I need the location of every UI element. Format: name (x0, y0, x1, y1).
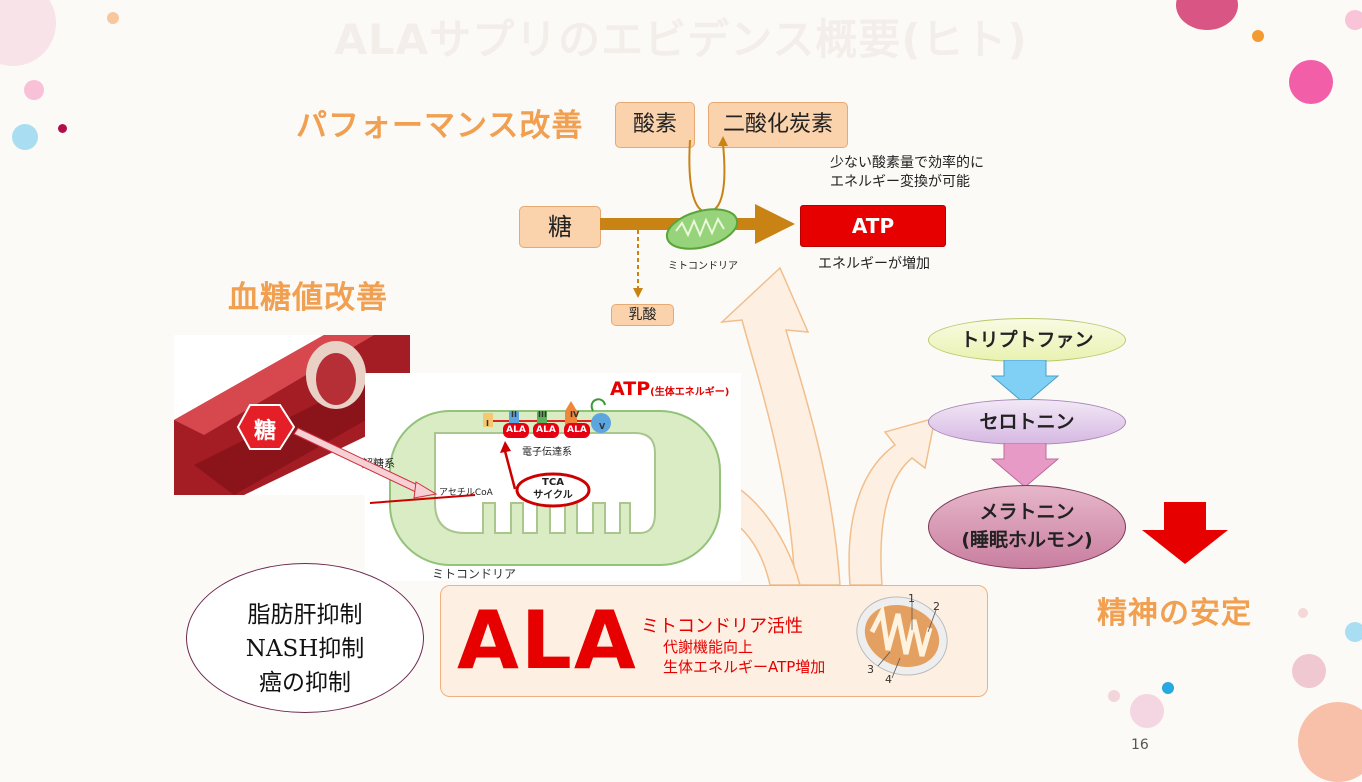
mito-number: 4 (885, 673, 892, 686)
sugar-to-mitochondria-arrow (236, 404, 438, 499)
serotonin-ellipse: セロトニン (928, 399, 1126, 445)
electron-transport-label: 電子伝達系 (522, 447, 572, 458)
liver-effects-ellipse: 脂肪肝抑制 NASH抑制 癌の抑制 (186, 563, 424, 713)
atp-box: ATP (800, 205, 946, 247)
co2-box: 二酸化炭素 (708, 102, 848, 148)
oxygen-box: 酸素 (615, 102, 695, 148)
ala-metabolism: 代謝機能向上 (663, 638, 754, 656)
decor-dot (107, 12, 119, 24)
tca-cycle-label: TCA サイクル (533, 477, 573, 501)
down-arrow-pink (990, 443, 1060, 487)
mito-number: 1 (908, 592, 915, 605)
ala-badge: ALA (564, 423, 590, 438)
complex-4: IV (570, 410, 580, 419)
ala-badge: ALA (533, 423, 559, 438)
efficiency-note: 少ない酸素量で効率的に エネルギー変換が可能 (830, 155, 984, 190)
complex-5: V (599, 422, 606, 431)
atp-main: ATP (610, 378, 651, 400)
performance-heading: パフォーマンス改善 (296, 108, 584, 144)
complex-2: II (511, 410, 517, 419)
lactic-acid-label: 乳酸 (628, 307, 657, 323)
ala-atp-increase: 生体エネルギーATP増加 (663, 658, 826, 676)
decor-dot (1162, 682, 1174, 694)
tryptophan-label: トリプトファン (960, 329, 1094, 351)
decor-dot (1289, 60, 1333, 104)
decor-dot (1345, 622, 1362, 642)
sugar-label: 糖 (548, 213, 572, 241)
red-down-arrow (1142, 502, 1228, 564)
decor-dot (1292, 654, 1326, 688)
slide-title: ALAサプリのエビデンス概要(ヒト) (334, 15, 1028, 64)
ala-big-label: ALA (457, 594, 638, 687)
melatonin-label: メラトニン (睡眠ホルモン) (961, 501, 1093, 551)
mito-number: 2 (933, 600, 940, 613)
mitochondria-small-label: ミトコンドリア (668, 261, 738, 272)
stability-result: 精神の安定 (1097, 596, 1252, 631)
atp-energy-label: ATP(生体エネルギー) (610, 378, 729, 400)
melatonin-ellipse: メラトニン (睡眠ホルモン) (928, 485, 1126, 569)
co2-label: 二酸化炭素 (722, 112, 833, 137)
sugar-badge: 糖 (253, 419, 276, 444)
complex-3: III (538, 410, 547, 419)
blood-sugar-heading: 血糖値改善 (228, 280, 388, 316)
complex-1: I (486, 419, 489, 428)
atp-sub: (生体エネルギー) (650, 387, 730, 398)
decor-dot (24, 80, 44, 100)
decor-dot (12, 124, 38, 150)
decor-dot (1252, 30, 1264, 42)
ala-badge: ALA (503, 423, 529, 438)
mitochondria-caption: ミトコンドリア (432, 567, 517, 581)
decor-dot (1345, 10, 1362, 30)
atp-label: ATP (851, 214, 895, 238)
fatty-liver-label: 脂肪肝抑制 (247, 602, 363, 628)
decor-dot (1298, 608, 1308, 618)
decor-dot (58, 124, 67, 133)
ala-activity: ミトコンドリア活性 (641, 616, 803, 637)
decor-dot (1108, 690, 1120, 702)
down-arrow-blue (990, 360, 1060, 404)
mitochondria-diagram (369, 398, 721, 566)
nash-label: NASH抑制 (245, 636, 365, 662)
mitochondria-small-icon (665, 208, 739, 250)
decor-dot (1130, 694, 1164, 728)
mito-number: 3 (867, 663, 874, 676)
lactic-acid-box: 乳酸 (611, 304, 674, 326)
tryptophan-ellipse: トリプトファン (928, 318, 1126, 362)
cancer-label: 癌の抑制 (259, 670, 351, 696)
acetyl-coa-label: アセチルCoA (439, 488, 493, 498)
atp-caption: エネルギーが増加 (818, 256, 930, 272)
serotonin-label: セロトニン (979, 411, 1075, 433)
sugar-box: 糖 (519, 206, 601, 248)
oxygen-label: 酸素 (632, 112, 677, 137)
mitochondria-3d-icon (856, 596, 948, 679)
page-number: 16 (1131, 737, 1149, 753)
